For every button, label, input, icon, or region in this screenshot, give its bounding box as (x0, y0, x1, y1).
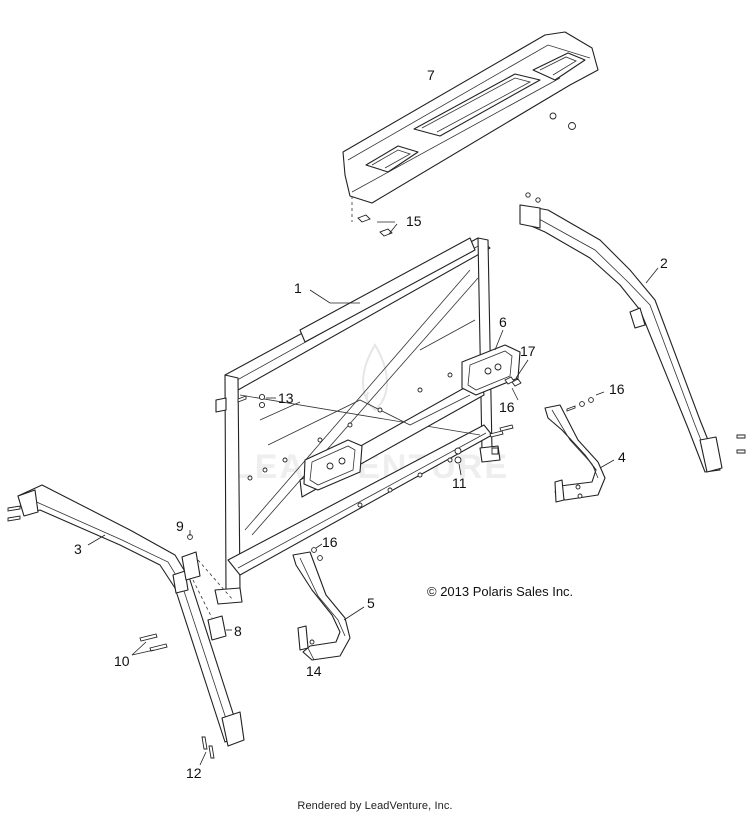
callout-12: 12 (186, 765, 202, 781)
leader-10a (131, 641, 147, 656)
leader-16b (595, 391, 605, 396)
leader-16c (315, 543, 323, 549)
fastener-group-17 (504, 376, 522, 387)
callout-4: 4 (618, 449, 626, 465)
leader-2 (645, 267, 659, 284)
rendered-by-footer: Rendered by LeadVenture, Inc. (297, 800, 453, 812)
fastener-group-13 (237, 393, 266, 409)
fastener-group-16-right (566, 397, 594, 412)
part-7-rear-panel (342, 31, 599, 222)
callout-6: 6 (499, 314, 507, 330)
leader-1 (309, 289, 360, 304)
leader-15b (388, 223, 398, 235)
callout-13: 13 (278, 390, 294, 406)
callout-16c: 16 (322, 534, 338, 550)
leader-16a (511, 387, 519, 401)
callout-16b: 16 (609, 381, 625, 397)
frame-holes (247, 372, 453, 508)
fastener-group-16-left (311, 547, 323, 561)
leader-10b (131, 649, 155, 656)
part-1-cab-frame (214, 237, 501, 605)
fastener-group-11 (454, 424, 514, 464)
callout-3: 3 (74, 541, 82, 557)
fastener-group-15 (357, 112, 576, 237)
leader-3 (87, 534, 106, 546)
part-4-right-grab-bar (544, 404, 606, 503)
leader-14 (307, 647, 315, 661)
callout-5: 5 (367, 595, 375, 611)
part-2-right-rollbar (519, 192, 746, 473)
leader-4 (599, 459, 615, 469)
callout-15: 15 (406, 213, 422, 229)
callout-1: 1 (294, 280, 302, 296)
callout-9: 9 (176, 518, 184, 534)
part-5-left-grab-bar (292, 551, 351, 661)
leader-11 (458, 463, 462, 476)
leader-17 (515, 359, 529, 379)
part-8-clamp (181, 551, 234, 641)
callout-14: 14 (306, 663, 322, 679)
leader-12 (199, 751, 207, 766)
copyright-notice: © 2013 Polaris Sales Inc. (427, 584, 573, 599)
callout-11: 11 (452, 475, 467, 491)
callout-8: 8 (234, 623, 242, 639)
fastener-group-12 (201, 736, 215, 759)
callout-10: 10 (114, 653, 130, 669)
part-6-headrest-left (303, 439, 363, 491)
part-6-headrest-right (461, 344, 521, 396)
callout-17: 17 (520, 343, 536, 359)
leader-6 (494, 329, 504, 351)
callout-16a: 16 (499, 399, 515, 415)
fastener-group-10 (139, 633, 168, 652)
callout-7: 7 (427, 67, 435, 83)
leader-5 (343, 606, 365, 621)
callout-2: 2 (660, 255, 668, 271)
part-3-left-rollbar (7, 484, 245, 747)
